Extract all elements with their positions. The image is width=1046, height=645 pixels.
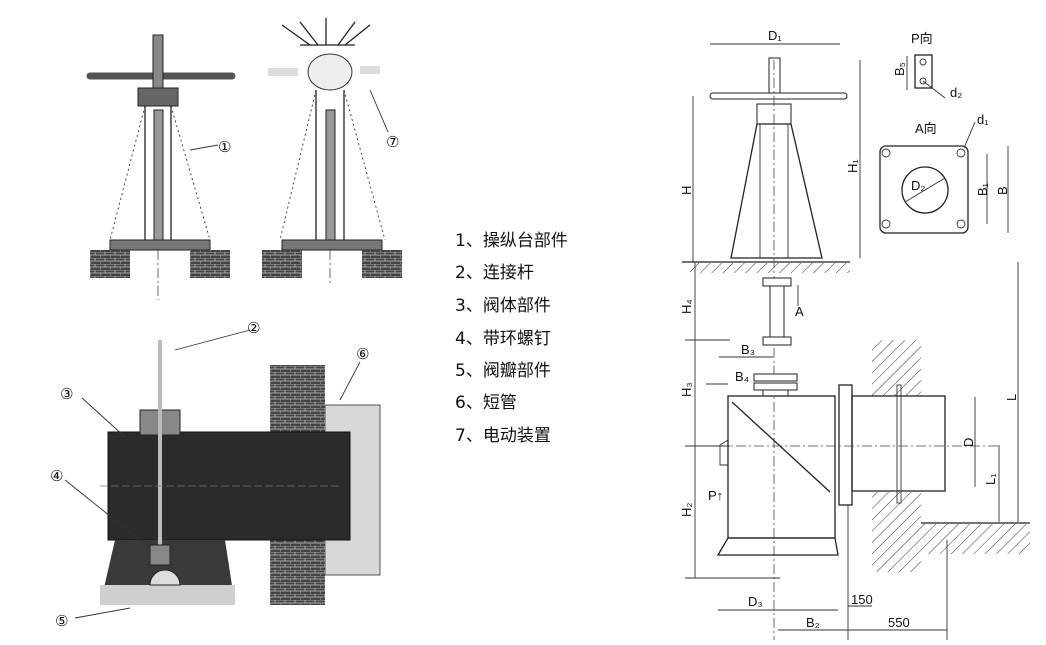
callout-6: ⑥ — [356, 345, 369, 363]
dim-L1: L₁ — [983, 473, 998, 485]
dim-B2: B₂ — [806, 615, 820, 630]
legend-item-5: 5、阀瓣部件 — [455, 361, 551, 381]
callout-4: ④ — [50, 467, 63, 485]
label-a-arrow: A — [795, 304, 804, 319]
dim-B: B — [995, 186, 1010, 195]
callout-5: ⑤ — [55, 612, 68, 630]
dim-D1: D₁ — [768, 28, 782, 43]
callout-1: ① — [218, 138, 231, 156]
dim-L: L — [1004, 394, 1019, 401]
callout-2: ② — [247, 319, 260, 337]
callout-7: ⑦ — [386, 133, 399, 151]
legend-item-1: 1、操纵台部件 — [455, 231, 568, 251]
electric-actuator-drawing — [262, 18, 402, 285]
dim-d2: d₂ — [950, 85, 962, 100]
manual-stand-drawing — [86, 34, 236, 300]
dim-H4: H₄ — [679, 299, 694, 314]
dim-B4: B₄ — [735, 369, 749, 384]
dim-D3: D₃ — [748, 594, 763, 609]
dim-150: 150 — [851, 592, 873, 607]
dim-B5: B₅ — [892, 62, 907, 76]
dimension-drawing — [682, 43, 1030, 640]
dim-H3: H₃ — [679, 382, 694, 397]
dim-D2: D₂ — [911, 178, 925, 193]
dim-H2: H₂ — [679, 503, 694, 517]
label-p-view: P向 — [911, 31, 933, 46]
valve-section-drawing — [64, 329, 381, 619]
dim-d1: d₁ — [977, 112, 989, 127]
parts-legend: 1、操纵台部件 2、连接杆 3、阀体部件 4、带环螺钉 5、阀瓣部件 6、短管 … — [455, 231, 568, 446]
legend-item-2: 2、连接杆 — [455, 263, 534, 283]
callout-3: ③ — [60, 385, 73, 403]
dim-H1: H₁ — [845, 159, 860, 173]
legend-item-6: 6、短管 — [455, 393, 517, 413]
dim-D: D — [961, 438, 976, 447]
legend-item-4: 4、带环螺钉 — [455, 329, 551, 349]
dim-550: 550 — [888, 615, 910, 630]
legend-item-7: 7、电动装置 — [455, 426, 551, 446]
label-a-view: A向 — [915, 121, 937, 136]
label-p-arrow: P↑ — [708, 488, 723, 503]
dim-B3: B₃ — [741, 342, 755, 357]
dim-B1: B₁ — [975, 182, 990, 196]
legend-item-3: 3、阀体部件 — [455, 296, 551, 316]
dim-H: H — [679, 186, 694, 195]
